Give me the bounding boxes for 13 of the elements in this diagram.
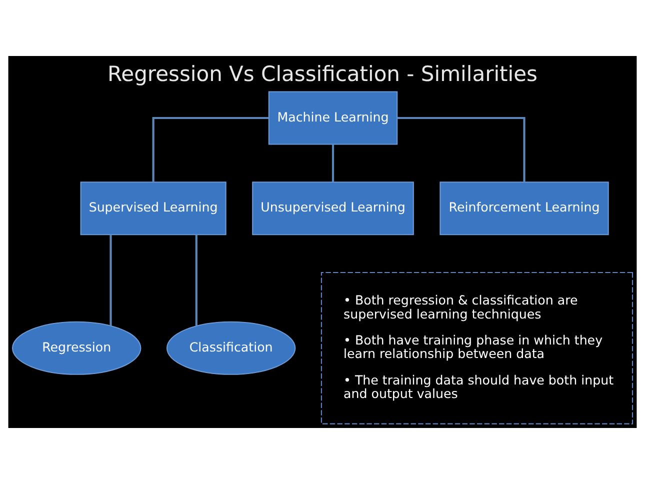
node-box: • Both regression & classification are supervised learning techniques • Both have training phase in which they learn relationship between data • The training data should have both input and output values xyxy=(320,271,634,424)
connector xyxy=(397,116,526,182)
node-box: Supervised Learning xyxy=(80,181,226,235)
connector xyxy=(152,116,269,182)
node-box: Unsupervised Learning xyxy=(252,181,414,235)
node-box: Machine Learning xyxy=(268,90,398,144)
diagram-title: Regression Vs Classification - Similarities xyxy=(108,60,538,86)
node-ellipse: Regression xyxy=(12,320,142,374)
connector xyxy=(195,234,198,326)
node-ellipse: Classification xyxy=(166,320,296,374)
node-box: Reinforcement Learning xyxy=(440,181,609,235)
connector xyxy=(110,234,112,326)
connector xyxy=(332,144,334,182)
